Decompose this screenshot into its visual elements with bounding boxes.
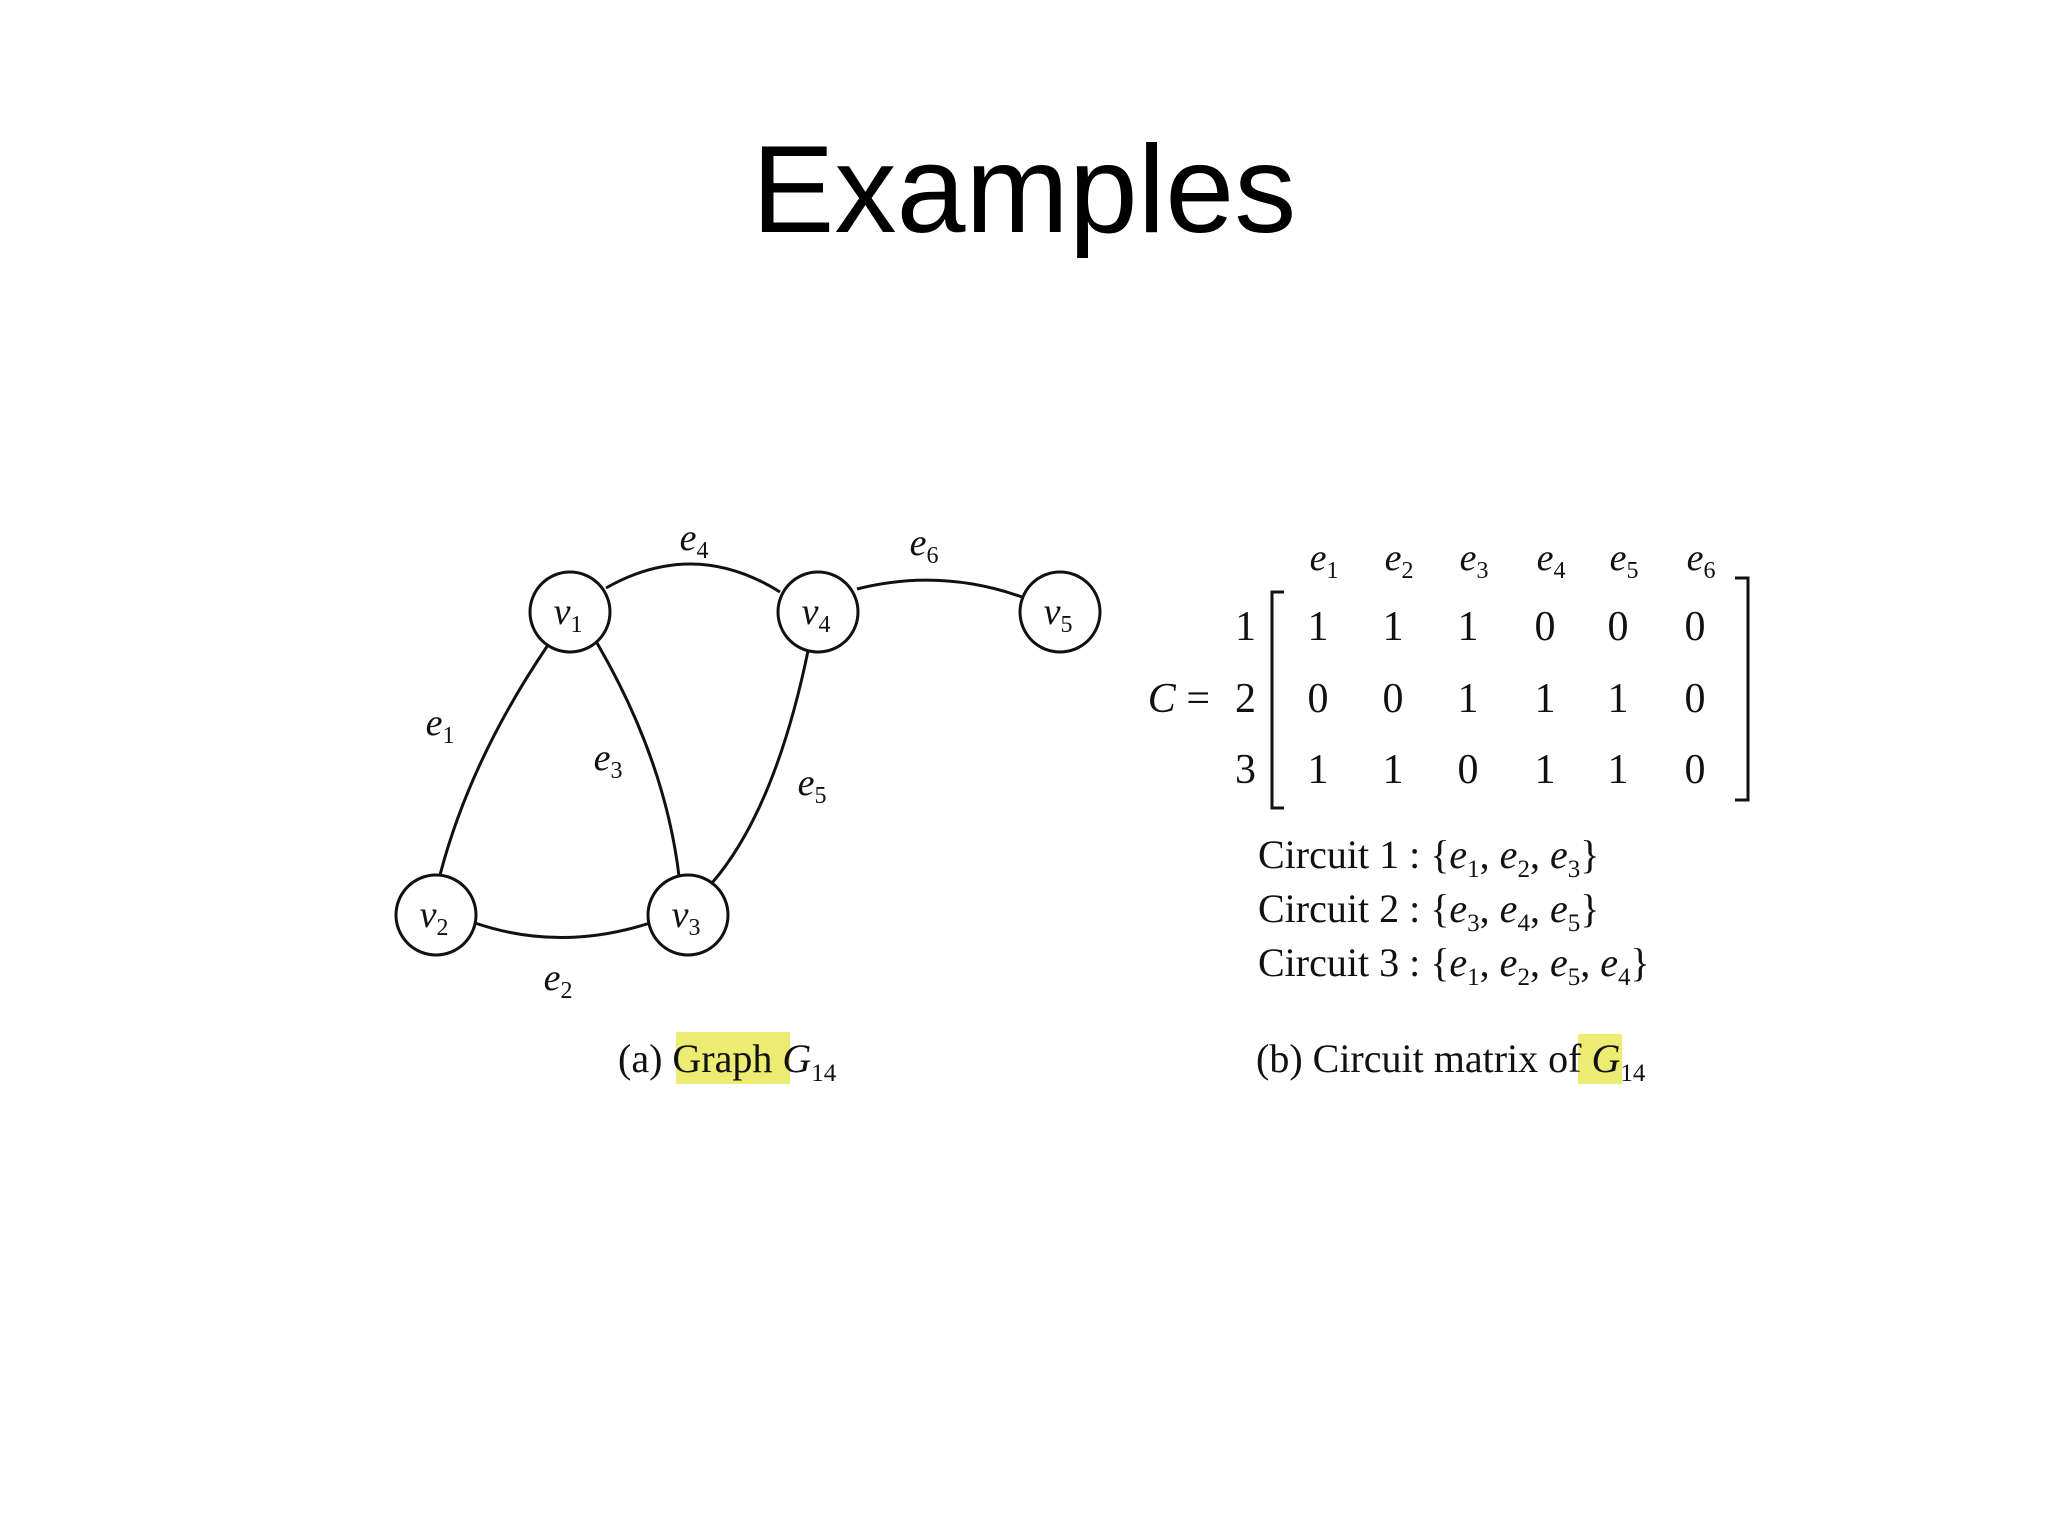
matrix-cell: 1 (1608, 676, 1629, 722)
graph-diagram: e1 e2 e3 e4 e5 e6 v1 v2 v3 v4 v5 (a) Graph G14 (394, 517, 1102, 1087)
matrix-row-label: 3 (1235, 747, 1256, 793)
matrix-cell: 0 (1685, 676, 1706, 722)
matrix-row-label: 1 (1235, 604, 1256, 650)
matrix-lhs: C = (1148, 676, 1210, 722)
edge-label-e4: e4 (680, 517, 709, 564)
matrix-cell: 0 (1308, 676, 1329, 722)
edge-e1 (438, 644, 550, 876)
matrix-cell: 1 (1308, 747, 1329, 793)
edge-label-e6: e6 (910, 522, 939, 569)
circuit-line-2: Circuit 2 : {e3, e4, e5} (1258, 886, 1599, 937)
vertex-label-v3: v3 (672, 894, 701, 941)
matrix-col-header-e3: e3 (1460, 537, 1489, 584)
vertex-label-v2: v2 (420, 894, 449, 941)
matrix-cell: 1 (1383, 604, 1404, 650)
edge-e6 (856, 578, 1023, 599)
circuit-line-1: Circuit 1 : {e1, e2, e3} (1258, 832, 1599, 883)
matrix-cell: 1 (1458, 676, 1479, 722)
matrix-cell: 1 (1308, 604, 1329, 650)
edge-e4 (605, 562, 781, 594)
matrix-cell: 0 (1383, 676, 1404, 722)
vertex-label-v1: v1 (554, 591, 583, 638)
matrix-cell: 0 (1535, 604, 1556, 650)
edge-e3 (595, 642, 681, 877)
matrix-cell: 1 (1383, 747, 1404, 793)
circuit-line-3: Circuit 3 : {e1, e2, e5, e4} (1258, 940, 1650, 991)
vertex-label-v5: v5 (1044, 591, 1073, 638)
vertex-v5 (1018, 570, 1102, 654)
matrix-cell: 1 (1608, 747, 1629, 793)
matrix-col-header-e5: e5 (1610, 537, 1639, 584)
matrix-cell: 0 (1685, 747, 1706, 793)
vertex-v4 (776, 570, 860, 654)
matrix-col-header-e1: e1 (1310, 537, 1339, 584)
vertex-v1 (528, 570, 612, 654)
matrix-cell: 0 (1685, 604, 1706, 650)
matrix-col-header-e4: e4 (1537, 537, 1566, 584)
matrix-cell: 1 (1535, 676, 1556, 722)
edge-e2 (474, 921, 651, 939)
edge-label-e1: e1 (426, 702, 455, 749)
edge-label-e5: e5 (798, 762, 827, 809)
matrix-row-label: 2 (1235, 676, 1256, 722)
matrix-col-header-e2: e2 (1385, 537, 1414, 584)
caption-matrix: (b) Circuit matrix of G14 (1256, 1036, 1646, 1087)
vertex-v2 (394, 873, 478, 957)
vertex-label-v4: v4 (802, 591, 831, 638)
circuit-matrix: e1 e2 e3 e4 e5 e6 1 2 3 C = 1 1 1 0 0 0 0 0 1 1 1 0 1 1 0 1 1 0Circ… (1148, 537, 1750, 1087)
matrix-cell: 0 (1458, 747, 1479, 793)
vertex-v3 (646, 873, 730, 957)
caption-a-highlight (676, 1032, 790, 1084)
slide-title: Examples (751, 121, 1297, 259)
matrix-cell: 0 (1608, 604, 1629, 650)
edge-label-e2: e2 (544, 957, 573, 1004)
matrix-col-header-e6: e6 (1687, 537, 1716, 584)
edge-label-e3: e3 (594, 737, 623, 784)
matrix-left-bracket (1270, 590, 1284, 810)
caption-b-highlight (1578, 1034, 1622, 1084)
edge-e5 (710, 650, 810, 884)
matrix-right-bracket (1735, 576, 1750, 802)
caption-graph: (a) Graph G14 (618, 1036, 837, 1087)
matrix-cell: 1 (1458, 604, 1479, 650)
matrix-cell: 1 (1535, 747, 1556, 793)
